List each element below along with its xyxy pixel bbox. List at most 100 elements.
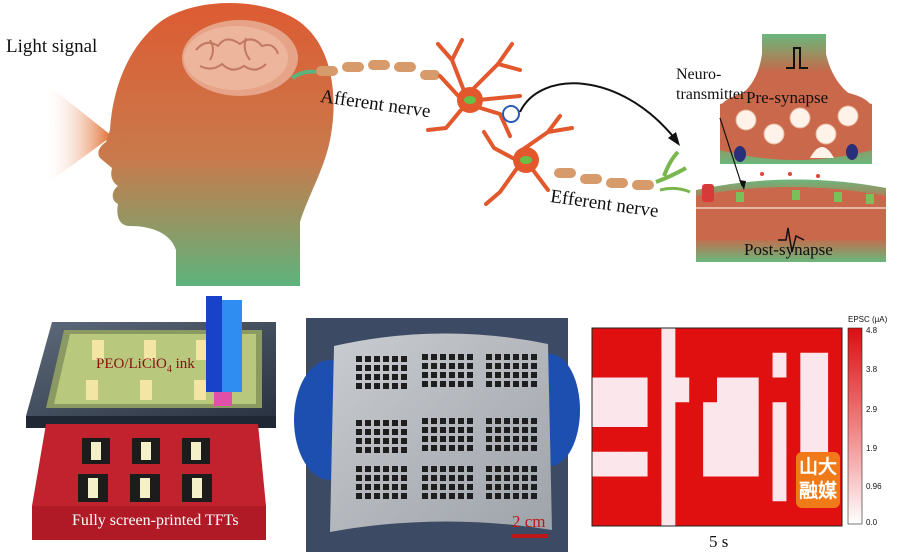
- heatmap-cell: [689, 328, 704, 354]
- tft-device: [422, 466, 428, 472]
- heatmap-cell: [814, 402, 829, 428]
- heatmap-cell: [689, 427, 704, 453]
- tft-device: [458, 445, 464, 451]
- heatmap-cell: [703, 377, 718, 403]
- tft-device: [513, 475, 519, 481]
- tft-device: [431, 445, 437, 451]
- heatmap-cell: [786, 328, 801, 354]
- tft-device: [495, 354, 501, 360]
- tft-device: [401, 466, 407, 472]
- tft-device: [486, 354, 492, 360]
- tft-device: [458, 381, 464, 387]
- tft-device: [467, 436, 473, 442]
- tft-device: [531, 445, 537, 451]
- heatmap-cell: [689, 501, 704, 527]
- tft-device: [392, 493, 398, 499]
- tft-device: [383, 466, 389, 472]
- heatmap-cell: [675, 476, 690, 502]
- heatmap-cell: [828, 427, 843, 453]
- tft-device: [374, 438, 380, 444]
- heatmap-cell: [661, 377, 676, 403]
- heatmap-cell: [772, 352, 787, 378]
- colorbar-title: EPSC (μA): [848, 315, 888, 324]
- tft-device: [495, 418, 501, 424]
- heatmap-cell: [689, 476, 704, 502]
- heatmap-cell: [744, 352, 760, 378]
- heatmap-cell: [758, 328, 773, 354]
- heatmap-cell: [758, 352, 773, 378]
- tft-device: [383, 447, 389, 453]
- heatmap-cell: [744, 328, 760, 354]
- tft-device: [513, 436, 519, 442]
- tft-device: [467, 372, 473, 378]
- printed-tft-array: [356, 354, 537, 499]
- tft-device: [486, 466, 492, 472]
- tft-device: [513, 363, 519, 369]
- tft-device: [449, 427, 455, 433]
- tft-device: [365, 383, 371, 389]
- heatmap-cell: [772, 451, 787, 477]
- tft-device: [392, 374, 398, 380]
- tft-device: [356, 374, 362, 380]
- heatmap-cell: [772, 427, 787, 453]
- tft-device: [383, 429, 389, 435]
- heatmap-cell: [675, 377, 690, 403]
- tft-device: [401, 475, 407, 481]
- tft-device: [374, 429, 380, 435]
- screen-printer: [26, 296, 276, 428]
- heatmap-cell: [786, 352, 801, 378]
- heatmap-cell: [730, 328, 746, 354]
- tft-device: [513, 427, 519, 433]
- tft-device: [392, 420, 398, 426]
- heatmap-cell: [828, 402, 843, 428]
- tft-device: [365, 484, 371, 490]
- tft-device: [449, 493, 455, 499]
- heatmap-cell: [633, 402, 648, 428]
- tft-device: [440, 436, 446, 442]
- tft-device: [401, 447, 407, 453]
- heatmap-cell: [703, 328, 718, 354]
- heatmap-cell: [717, 377, 732, 403]
- tft-device: [504, 466, 510, 472]
- heatmap-cell: [661, 352, 676, 378]
- heatmap-cell: [647, 328, 662, 354]
- tft-device: [392, 429, 398, 435]
- tft-device: [495, 493, 501, 499]
- tft-device: [504, 445, 510, 451]
- heatmap-cell: [786, 377, 801, 403]
- synaptic-vesicles: [735, 105, 859, 145]
- heatmap-cell: [647, 402, 662, 428]
- tft-device: [522, 354, 528, 360]
- tft-device-array: [78, 438, 212, 502]
- tft-device: [440, 493, 446, 499]
- heatmap-cell: [786, 402, 801, 428]
- tft-device: [486, 372, 492, 378]
- heatmap-cell: [592, 501, 607, 527]
- tft-device: [513, 466, 519, 472]
- tft-device: [495, 484, 501, 490]
- heatmap-cell: [592, 377, 607, 403]
- tft-device: [458, 363, 464, 369]
- heatmap-cell: [786, 501, 801, 527]
- tft-device: [440, 475, 446, 481]
- heatmap-cell: [772, 501, 787, 527]
- tft-device: [401, 484, 407, 490]
- heatmap-cell: [647, 427, 662, 453]
- tft-device: [504, 354, 510, 360]
- heatmap-cell: [772, 377, 787, 403]
- heatmap-cell: [730, 501, 746, 527]
- tft-device: [431, 493, 437, 499]
- heatmap-cell: [605, 377, 621, 403]
- tft-device: [495, 436, 501, 442]
- tft-device: [531, 354, 537, 360]
- heatmap-cell: [730, 377, 746, 403]
- heatmap-cell: [605, 427, 621, 453]
- heatmap-cell: [647, 501, 662, 527]
- tft-device: [449, 354, 455, 360]
- tft-device: [522, 381, 528, 387]
- tft-device: [356, 484, 362, 490]
- tft-device: [392, 383, 398, 389]
- tft-device: [431, 363, 437, 369]
- heatmap-cell: [800, 402, 815, 428]
